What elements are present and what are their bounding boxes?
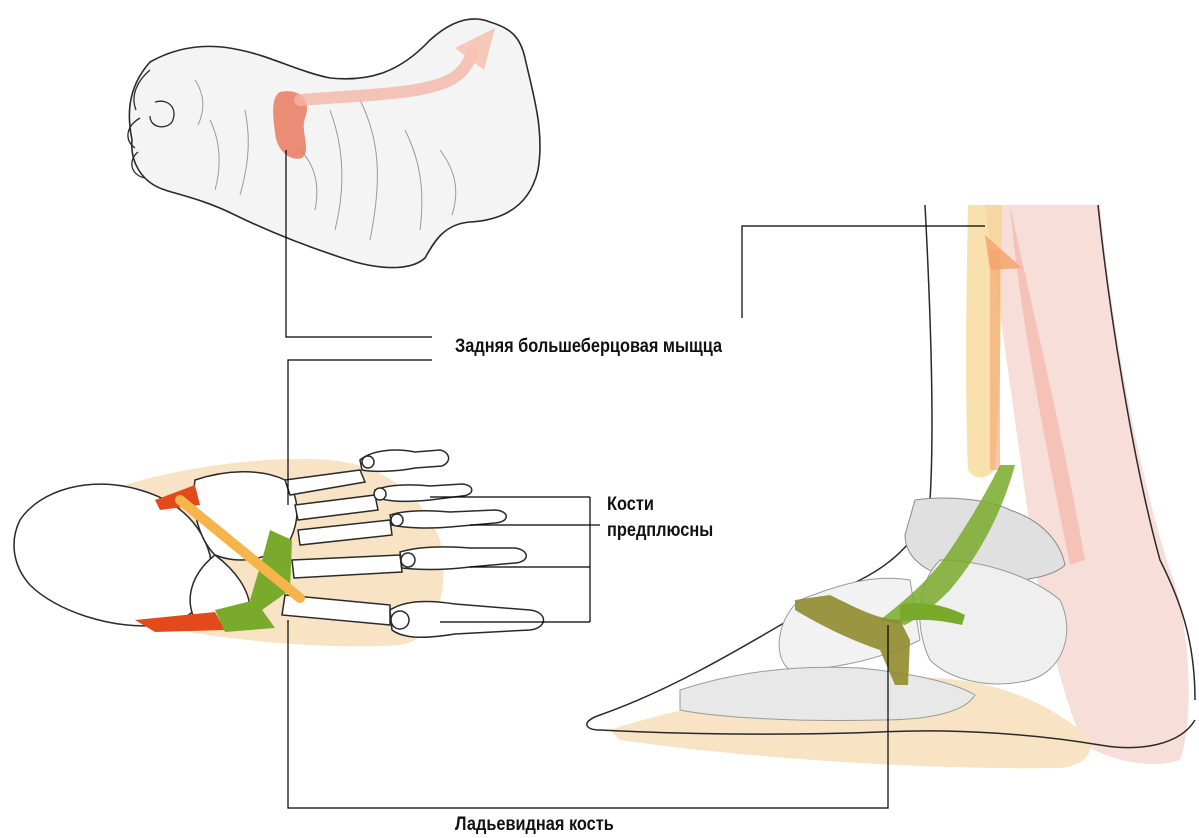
foot-skeleton-icon bbox=[14, 450, 543, 646]
foot-skin-icon bbox=[128, 19, 540, 268]
label-metatarsals-line2: предплюсны bbox=[607, 520, 713, 542]
label-tibialis-posterior: Задняя большеберцовая мыщца bbox=[455, 336, 722, 358]
label-navicular: Ладьевидная кость bbox=[455, 814, 614, 836]
label-metatarsals-line1: Кости bbox=[607, 494, 654, 516]
ankle-side-icon bbox=[587, 205, 1195, 768]
